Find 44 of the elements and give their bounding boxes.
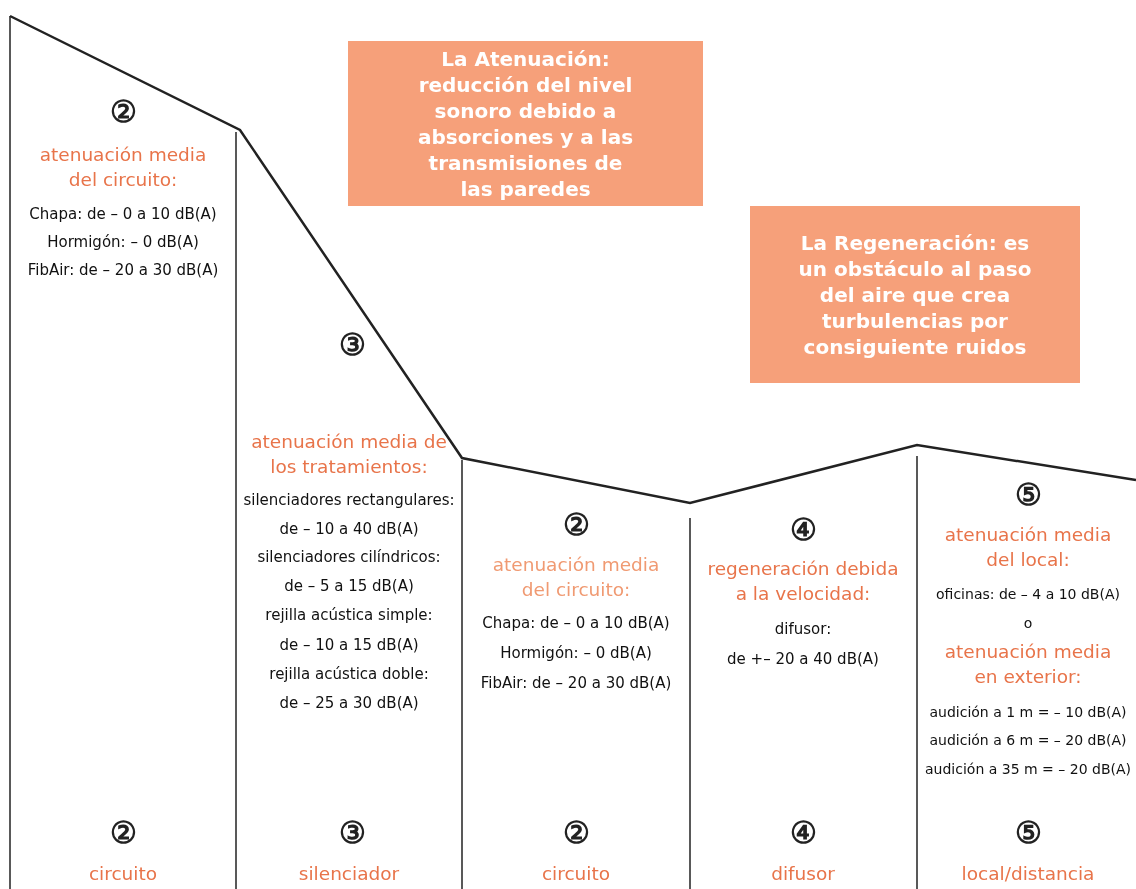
column-label: circuito [541, 862, 611, 886]
step-number: ④ [789, 515, 817, 545]
value-text: o [1023, 614, 1033, 633]
heading-text: regeneración debida a la velocidad: [706, 557, 900, 606]
value-text: rejilla acústica doble: [269, 665, 429, 685]
value-text: oficinas: de – 4 a 10 dB(A) [936, 585, 1120, 604]
value-text: audición a 1 m = – 10 dB(A) [929, 703, 1127, 722]
step-number: ② [109, 818, 137, 848]
value-text: difusor: [774, 620, 832, 640]
value-text: de – 10 a 40 dB(A) [279, 520, 419, 540]
value-text: Hormigón: – 0 dB(A) [47, 233, 199, 253]
value-text: de – 5 a 15 dB(A) [284, 577, 414, 597]
step-number: ④ [789, 818, 817, 848]
value-text: Hormigón: – 0 dB(A) [500, 644, 652, 664]
heading-text: atenuación media en exterior: [943, 640, 1113, 689]
value-text: audición a 35 m = – 20 dB(A) [925, 760, 1131, 779]
info-box: La Regeneración: es un obstáculo al paso del aire que crea turbulencias por consiguiente ruidos [750, 206, 1080, 383]
column-label: circuito [88, 862, 158, 886]
step-number: ③ [338, 818, 366, 848]
value-text: FibAir: de – 20 a 30 dB(A) [27, 261, 219, 281]
value-text: de +– 20 a 40 dB(A) [727, 650, 879, 670]
step-number: ③ [338, 330, 366, 360]
heading-text: atenuación media del circuito: [491, 553, 661, 602]
heading-text: atenuación media del circuito: [38, 143, 208, 192]
value-text: Chapa: de – 0 a 10 dB(A) [29, 205, 217, 225]
step-number: ⑤ [1014, 480, 1042, 510]
info-box: La Atenuación: reducción del nivel sonoro debido a absorciones y a las transmisiones de las paredes [348, 41, 703, 206]
column-label: local/distancia [961, 862, 1095, 886]
heading-text: atenuación media del local: [943, 523, 1113, 572]
heading-text: atenuación media de los tratamientos: [250, 430, 448, 479]
column-label: difusor [771, 862, 835, 886]
value-text: de – 10 a 15 dB(A) [279, 636, 419, 656]
column-label: silenciador [298, 862, 400, 886]
value-text: silenciadores cilíndricos: [257, 548, 441, 568]
value-text: rejilla acústica simple: [265, 606, 433, 626]
step-number: ⑤ [1014, 818, 1042, 848]
value-text: silenciadores rectangulares: [243, 491, 455, 511]
value-text: audición a 6 m = – 20 dB(A) [929, 731, 1127, 750]
value-text: FibAir: de – 20 a 30 dB(A) [480, 674, 672, 694]
value-text: Chapa: de – 0 a 10 dB(A) [482, 614, 670, 634]
step-number: ② [562, 818, 590, 848]
step-number: ② [109, 97, 137, 127]
value-text: de – 25 a 30 dB(A) [279, 694, 419, 714]
step-number: ② [562, 510, 590, 540]
